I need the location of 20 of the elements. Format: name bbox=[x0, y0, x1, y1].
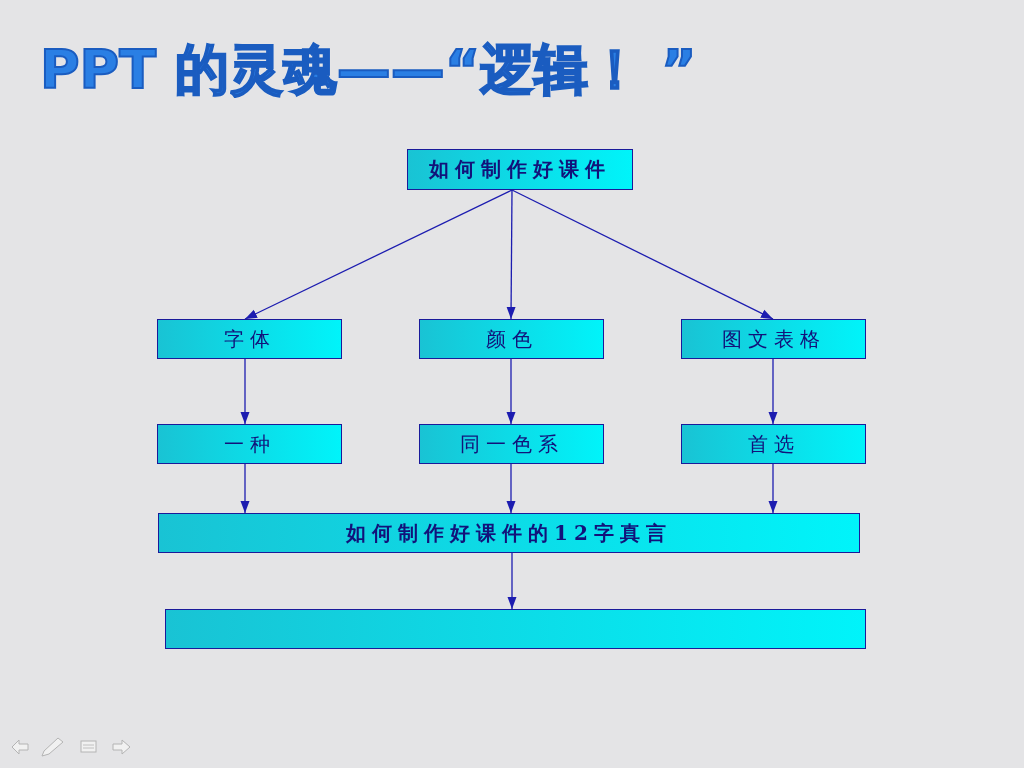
process-box: 首选 bbox=[681, 424, 866, 464]
slide-title: PPT 的灵魂——“逻辑！ ” bbox=[40, 40, 697, 100]
process-box: 颜色 bbox=[419, 319, 604, 359]
arrow bbox=[506, 189, 516, 320]
process-box: 字体 bbox=[157, 319, 342, 359]
arrow bbox=[768, 463, 778, 514]
arrow bbox=[240, 358, 250, 425]
empty-box bbox=[165, 609, 866, 649]
process-box: 图文表格 bbox=[681, 319, 866, 359]
arrow bbox=[506, 358, 516, 425]
process-box: 如何制作好课件 bbox=[407, 149, 633, 190]
process-box: 如何制作好课件的12字真言 bbox=[158, 513, 860, 553]
arrow bbox=[506, 463, 516, 514]
arrow bbox=[244, 189, 513, 320]
arrow bbox=[768, 358, 778, 425]
arrow bbox=[240, 463, 250, 514]
arrow bbox=[507, 552, 517, 610]
arrow bbox=[511, 189, 774, 320]
process-box: 同一色系 bbox=[419, 424, 604, 464]
process-box: 一种 bbox=[157, 424, 342, 464]
